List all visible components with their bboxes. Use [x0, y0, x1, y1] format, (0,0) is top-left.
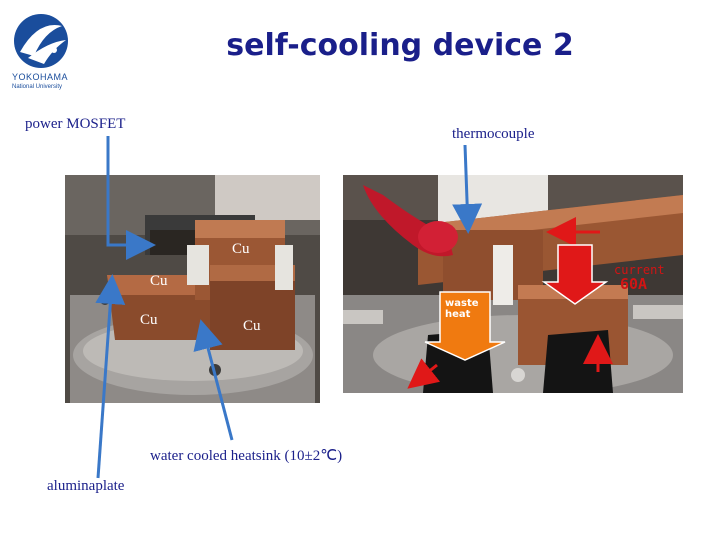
current-arrow-diag — [407, 358, 441, 389]
cu-label-center: Cu — [243, 318, 261, 334]
current-label: current 60A — [614, 263, 676, 293]
power-mosfet-label: power MOSFET — [25, 116, 126, 132]
current-flow-arrow — [541, 244, 609, 305]
university-logo: YOKOHAMA National University — [8, 12, 74, 92]
waste-heat-line2: heat — [445, 309, 471, 320]
current-line1: current — [614, 263, 665, 277]
aluminaplate-label: aluminaplate — [47, 478, 125, 494]
waste-heat-arrow — [424, 291, 506, 361]
heatsink-label: water cooled heatsink (10±2℃) — [150, 448, 343, 464]
thermocouple-label: thermocouple — [452, 126, 535, 142]
heatsink-arrow — [193, 319, 234, 441]
logo-name: YOKOHAMA — [12, 72, 69, 82]
aluminaplate-arrow — [95, 274, 126, 479]
cu-label-top: Cu — [232, 241, 250, 257]
cu-label-left: Cu — [140, 312, 158, 328]
current-line2: 60A — [620, 275, 648, 293]
logo-subtitle: National University — [12, 84, 63, 90]
logo-emblem-icon — [14, 14, 68, 68]
waste-heat-label: waste heat — [445, 298, 479, 320]
waste-heat-line1: waste — [445, 298, 479, 309]
thermocouple-arrow — [452, 144, 483, 234]
page-title: self-cooling device 2 — [226, 28, 574, 63]
power-mosfet-arrow — [106, 136, 156, 260]
cu-label-mid: Cu — [150, 273, 168, 289]
